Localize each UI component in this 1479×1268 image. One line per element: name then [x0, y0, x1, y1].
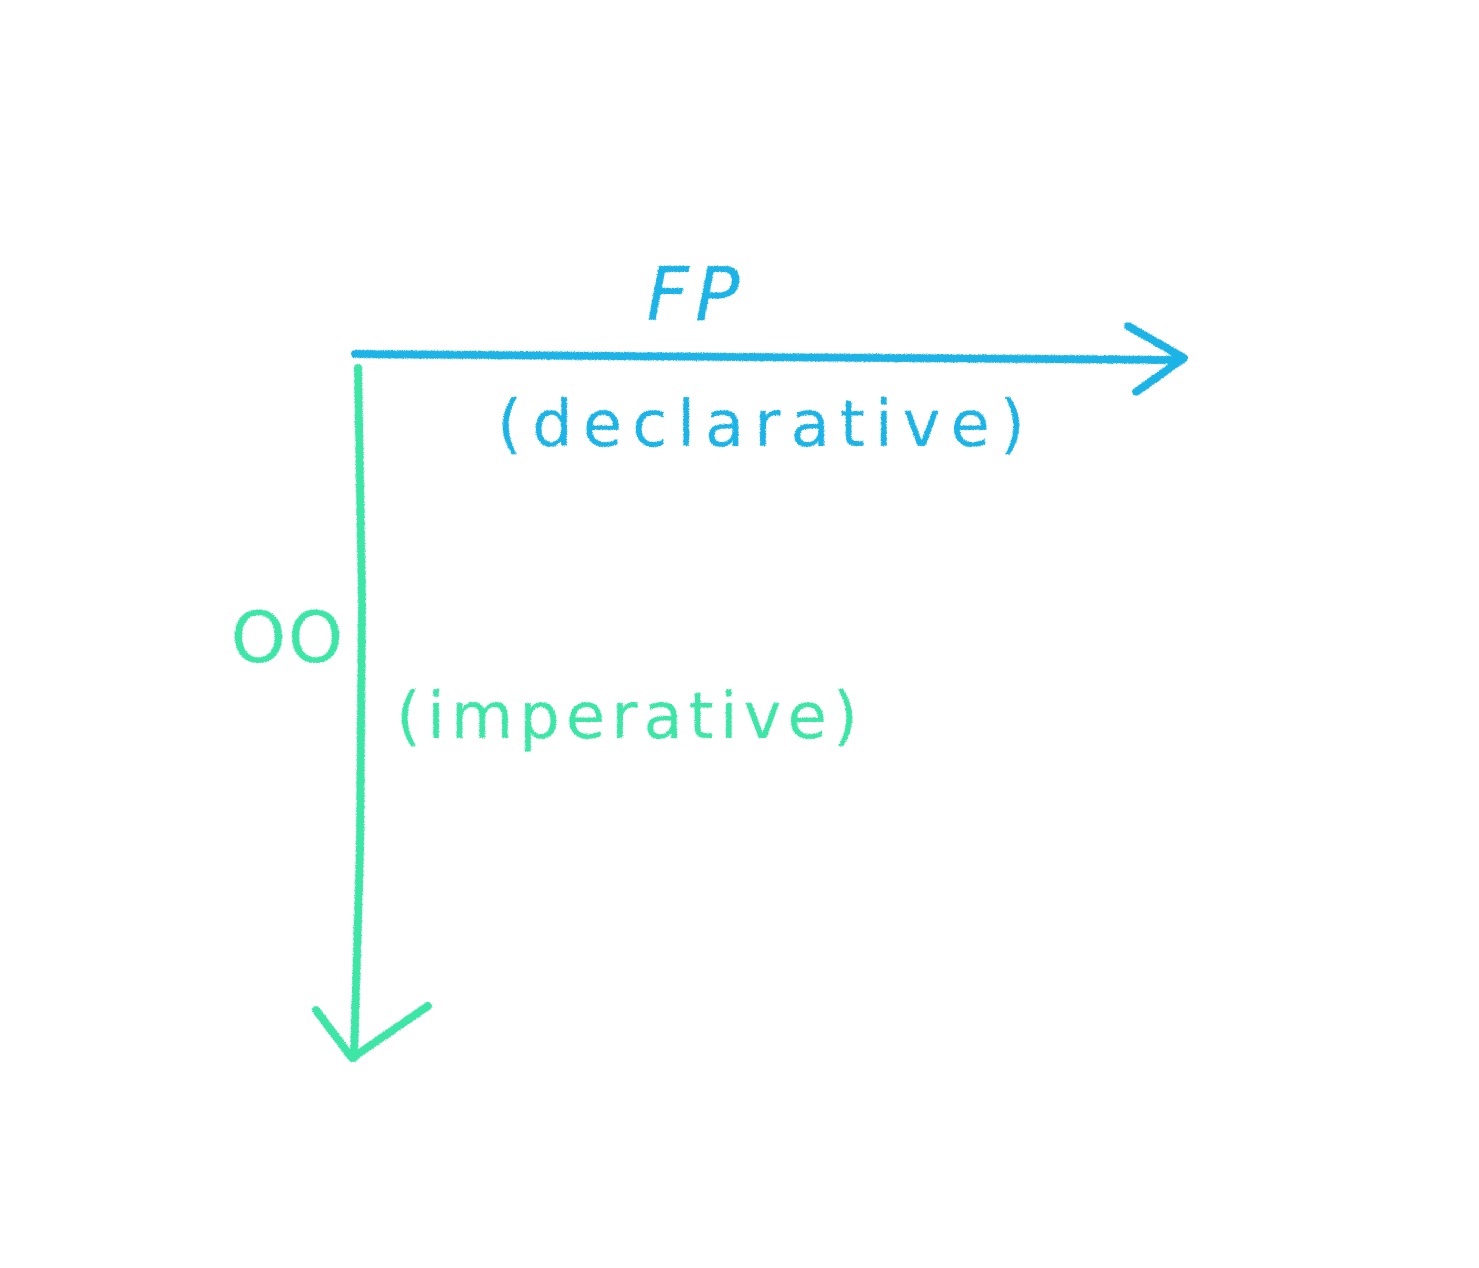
oo-axis-label: OO	[231, 597, 345, 679]
fp-arrowhead-icon	[1124, 322, 1188, 396]
fp-axis	[351, 322, 1188, 396]
oo-axis	[312, 364, 432, 1062]
oo-arrowhead-icon	[312, 1002, 432, 1062]
fp-axis-sublabel: (declarative)	[497, 388, 1035, 462]
fp-axis-line	[351, 350, 1186, 364]
fp-axis-label: FP	[646, 252, 745, 338]
oo-axis-sublabel: (imperative)	[396, 680, 864, 754]
oo-axis-line	[350, 364, 367, 1062]
